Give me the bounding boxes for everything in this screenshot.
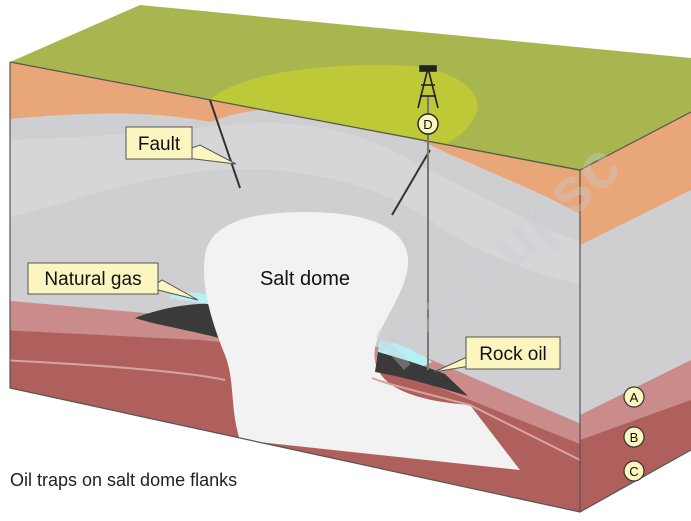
- natural-gas-label: Natural gas: [44, 269, 141, 290]
- fault-line-left: [209, 99, 241, 189]
- rig-marker-circle: [417, 113, 439, 135]
- fault-label: Fault: [138, 134, 181, 155]
- block-outline: [9, 61, 581, 513]
- diagram-caption: Oil traps on salt dome flanks: [10, 470, 238, 490]
- dome-bulge-surface: [210, 65, 478, 150]
- salt-dome-body: [204, 212, 521, 470]
- layer-marker-b-label: B: [630, 430, 639, 445]
- layer-light-grey: [10, 123, 580, 290]
- layer-marker-a-label: A: [630, 390, 639, 405]
- layer-marker-a: A: [623, 386, 645, 408]
- fault-line-right: [391, 149, 431, 216]
- lower-pink-curve: [10, 358, 580, 512]
- fault-callout: Fault: [125, 126, 237, 165]
- natural-gas-callout: Natural gas: [27, 262, 199, 301]
- drilling-rig-icon: [417, 65, 439, 109]
- rock-oil-label: Rock oil: [479, 344, 547, 365]
- gas-pocket-right: [378, 340, 432, 368]
- oil-pocket-right: [375, 352, 468, 396]
- rock-oil-callout: Rock oil: [433, 336, 561, 373]
- oil-pocket-left: [135, 303, 226, 340]
- layer-marker-c: C: [623, 460, 645, 482]
- layer-marker-b: B: [623, 426, 645, 448]
- rig-marker-label: D: [423, 117, 432, 132]
- layer-marker-c-label: C: [629, 464, 638, 479]
- salt-dome-label: Salt dome: [260, 268, 350, 290]
